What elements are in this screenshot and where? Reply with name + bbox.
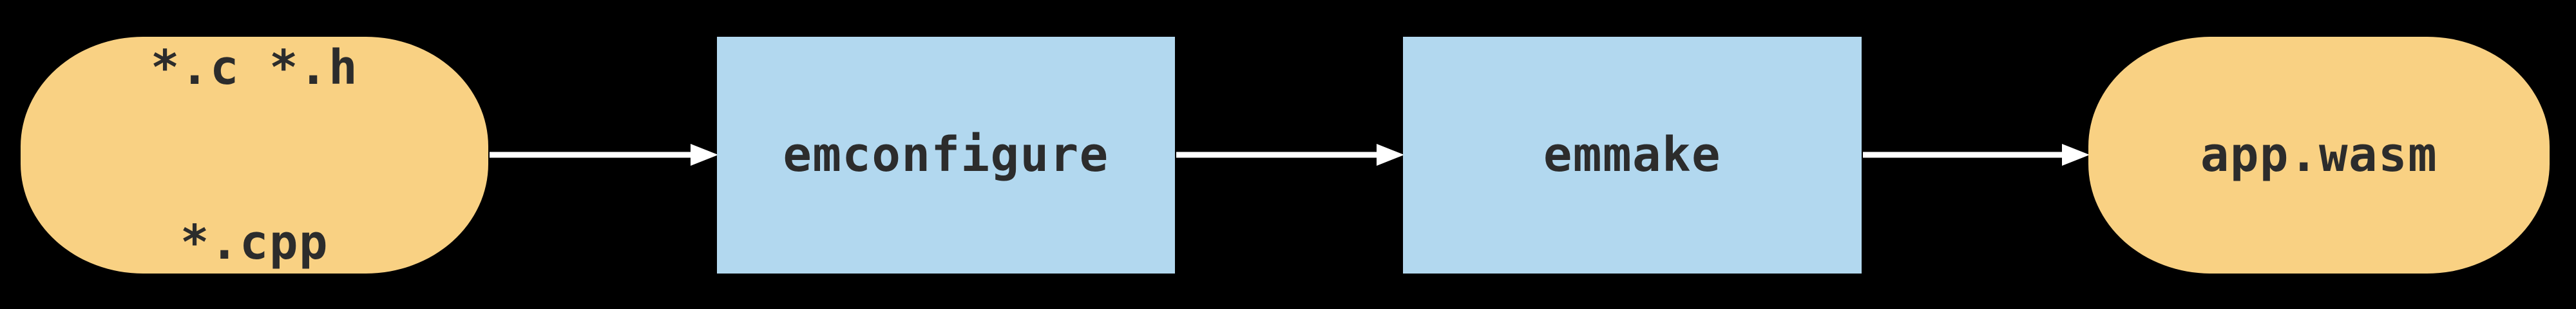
node-emconfigure[interactable]: emconfigure bbox=[717, 37, 1175, 274]
node-emmake-label: emmake bbox=[1543, 127, 1722, 183]
arrow-right-icon bbox=[490, 144, 718, 166]
node-source-files-label-line-1: *.c *.h bbox=[150, 39, 359, 95]
edge-emmake-to-app-wasm bbox=[1863, 142, 2090, 168]
edge-source-to-emconfigure bbox=[490, 142, 718, 168]
node-app-wasm[interactable]: app.wasm bbox=[2088, 37, 2550, 274]
node-source-files-label-line-2: *.cpp bbox=[180, 214, 329, 270]
node-emconfigure-label: emconfigure bbox=[783, 127, 1109, 183]
node-source-files-label: *.c *.h *.cpp bbox=[151, 0, 358, 309]
node-source-files[interactable]: *.c *.h *.cpp bbox=[21, 37, 488, 274]
edge-emconfigure-to-emmake bbox=[1176, 142, 1404, 168]
arrow-right-icon bbox=[1863, 144, 2090, 166]
node-app-wasm-label: app.wasm bbox=[2200, 127, 2438, 183]
node-emmake[interactable]: emmake bbox=[1403, 37, 1862, 274]
arrow-right-icon bbox=[1176, 144, 1404, 166]
